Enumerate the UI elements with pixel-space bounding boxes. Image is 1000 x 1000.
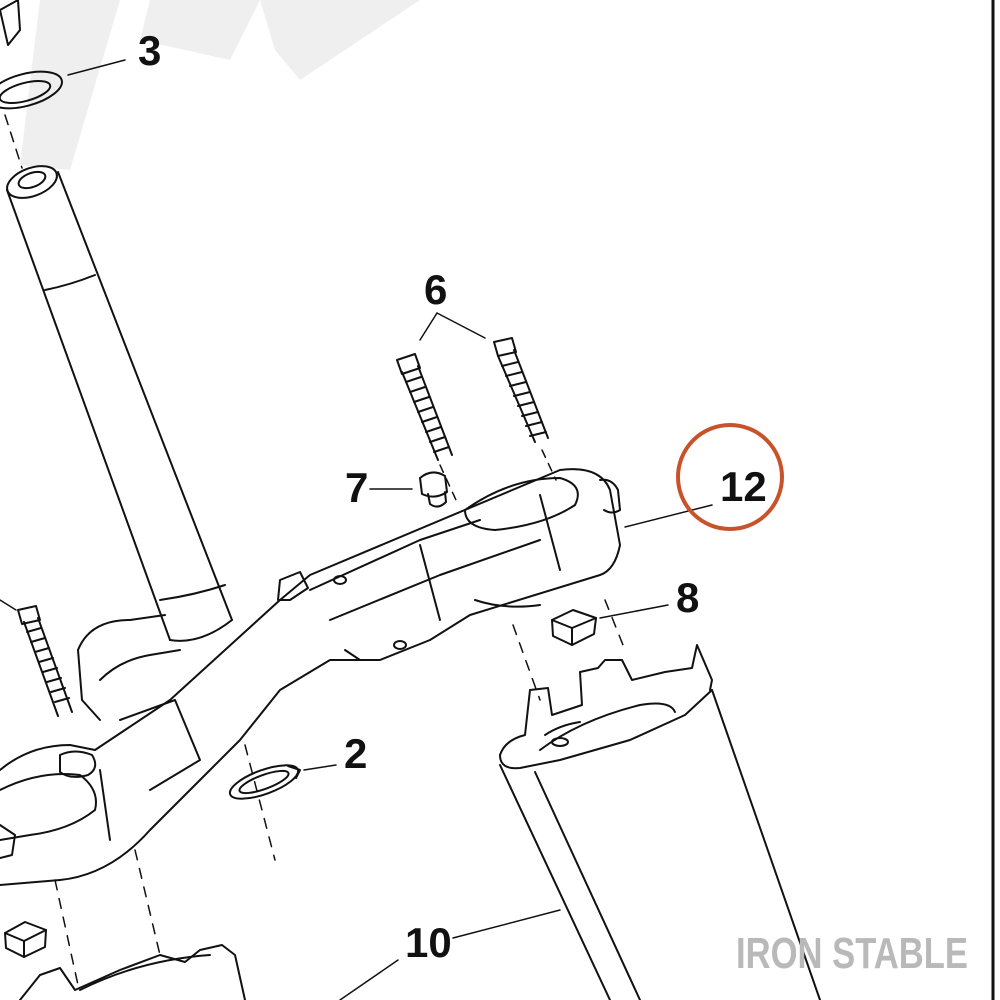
leader-6b <box>436 312 486 339</box>
brand-watermark: IRON STABLE <box>736 929 968 978</box>
callout-7: 7 <box>345 464 368 511</box>
axis-center-lower <box>244 744 276 861</box>
leader-2 <box>303 764 337 771</box>
leader-10 <box>452 909 561 939</box>
callout-3: 3 <box>138 27 161 74</box>
axis-center-lower-b <box>134 849 161 956</box>
part-8-cube <box>551 609 597 646</box>
callout-12: 12 <box>720 463 767 510</box>
axis-left <box>0 599 17 611</box>
leader-10b <box>339 959 399 1000</box>
part-12-triple-clamp <box>0 468 621 886</box>
watermark <box>20 0 420 170</box>
callout-6: 6 <box>424 266 447 313</box>
part-6-bolt-left <box>396 353 453 461</box>
steering-stem <box>6 165 233 642</box>
leader-6a <box>419 312 438 341</box>
axis-bolt-left <box>439 464 457 501</box>
part-7-stud <box>419 471 448 508</box>
bolt-left-lower <box>17 605 73 717</box>
fork-tube-left-lower <box>19 944 246 1000</box>
callout-2: 2 <box>344 730 367 777</box>
leader-8 <box>599 604 669 619</box>
highlight-circle-12 <box>676 423 784 531</box>
leader-12 <box>624 504 713 528</box>
axis-bolt-right <box>541 449 557 481</box>
part-10-fork-tube <box>499 644 821 1000</box>
part-6-bolt-right <box>493 337 549 443</box>
axis-steering <box>4 114 23 169</box>
part-2-clip-ring <box>228 764 301 800</box>
axis-fork-right-a <box>512 624 541 701</box>
leader-3 <box>67 59 126 76</box>
callout-10: 10 <box>405 919 452 966</box>
axis-fork-right-b <box>604 599 626 651</box>
cube-left-lower <box>4 921 47 958</box>
callout-8: 8 <box>676 574 699 621</box>
part-3-bearing-ring <box>0 0 63 110</box>
